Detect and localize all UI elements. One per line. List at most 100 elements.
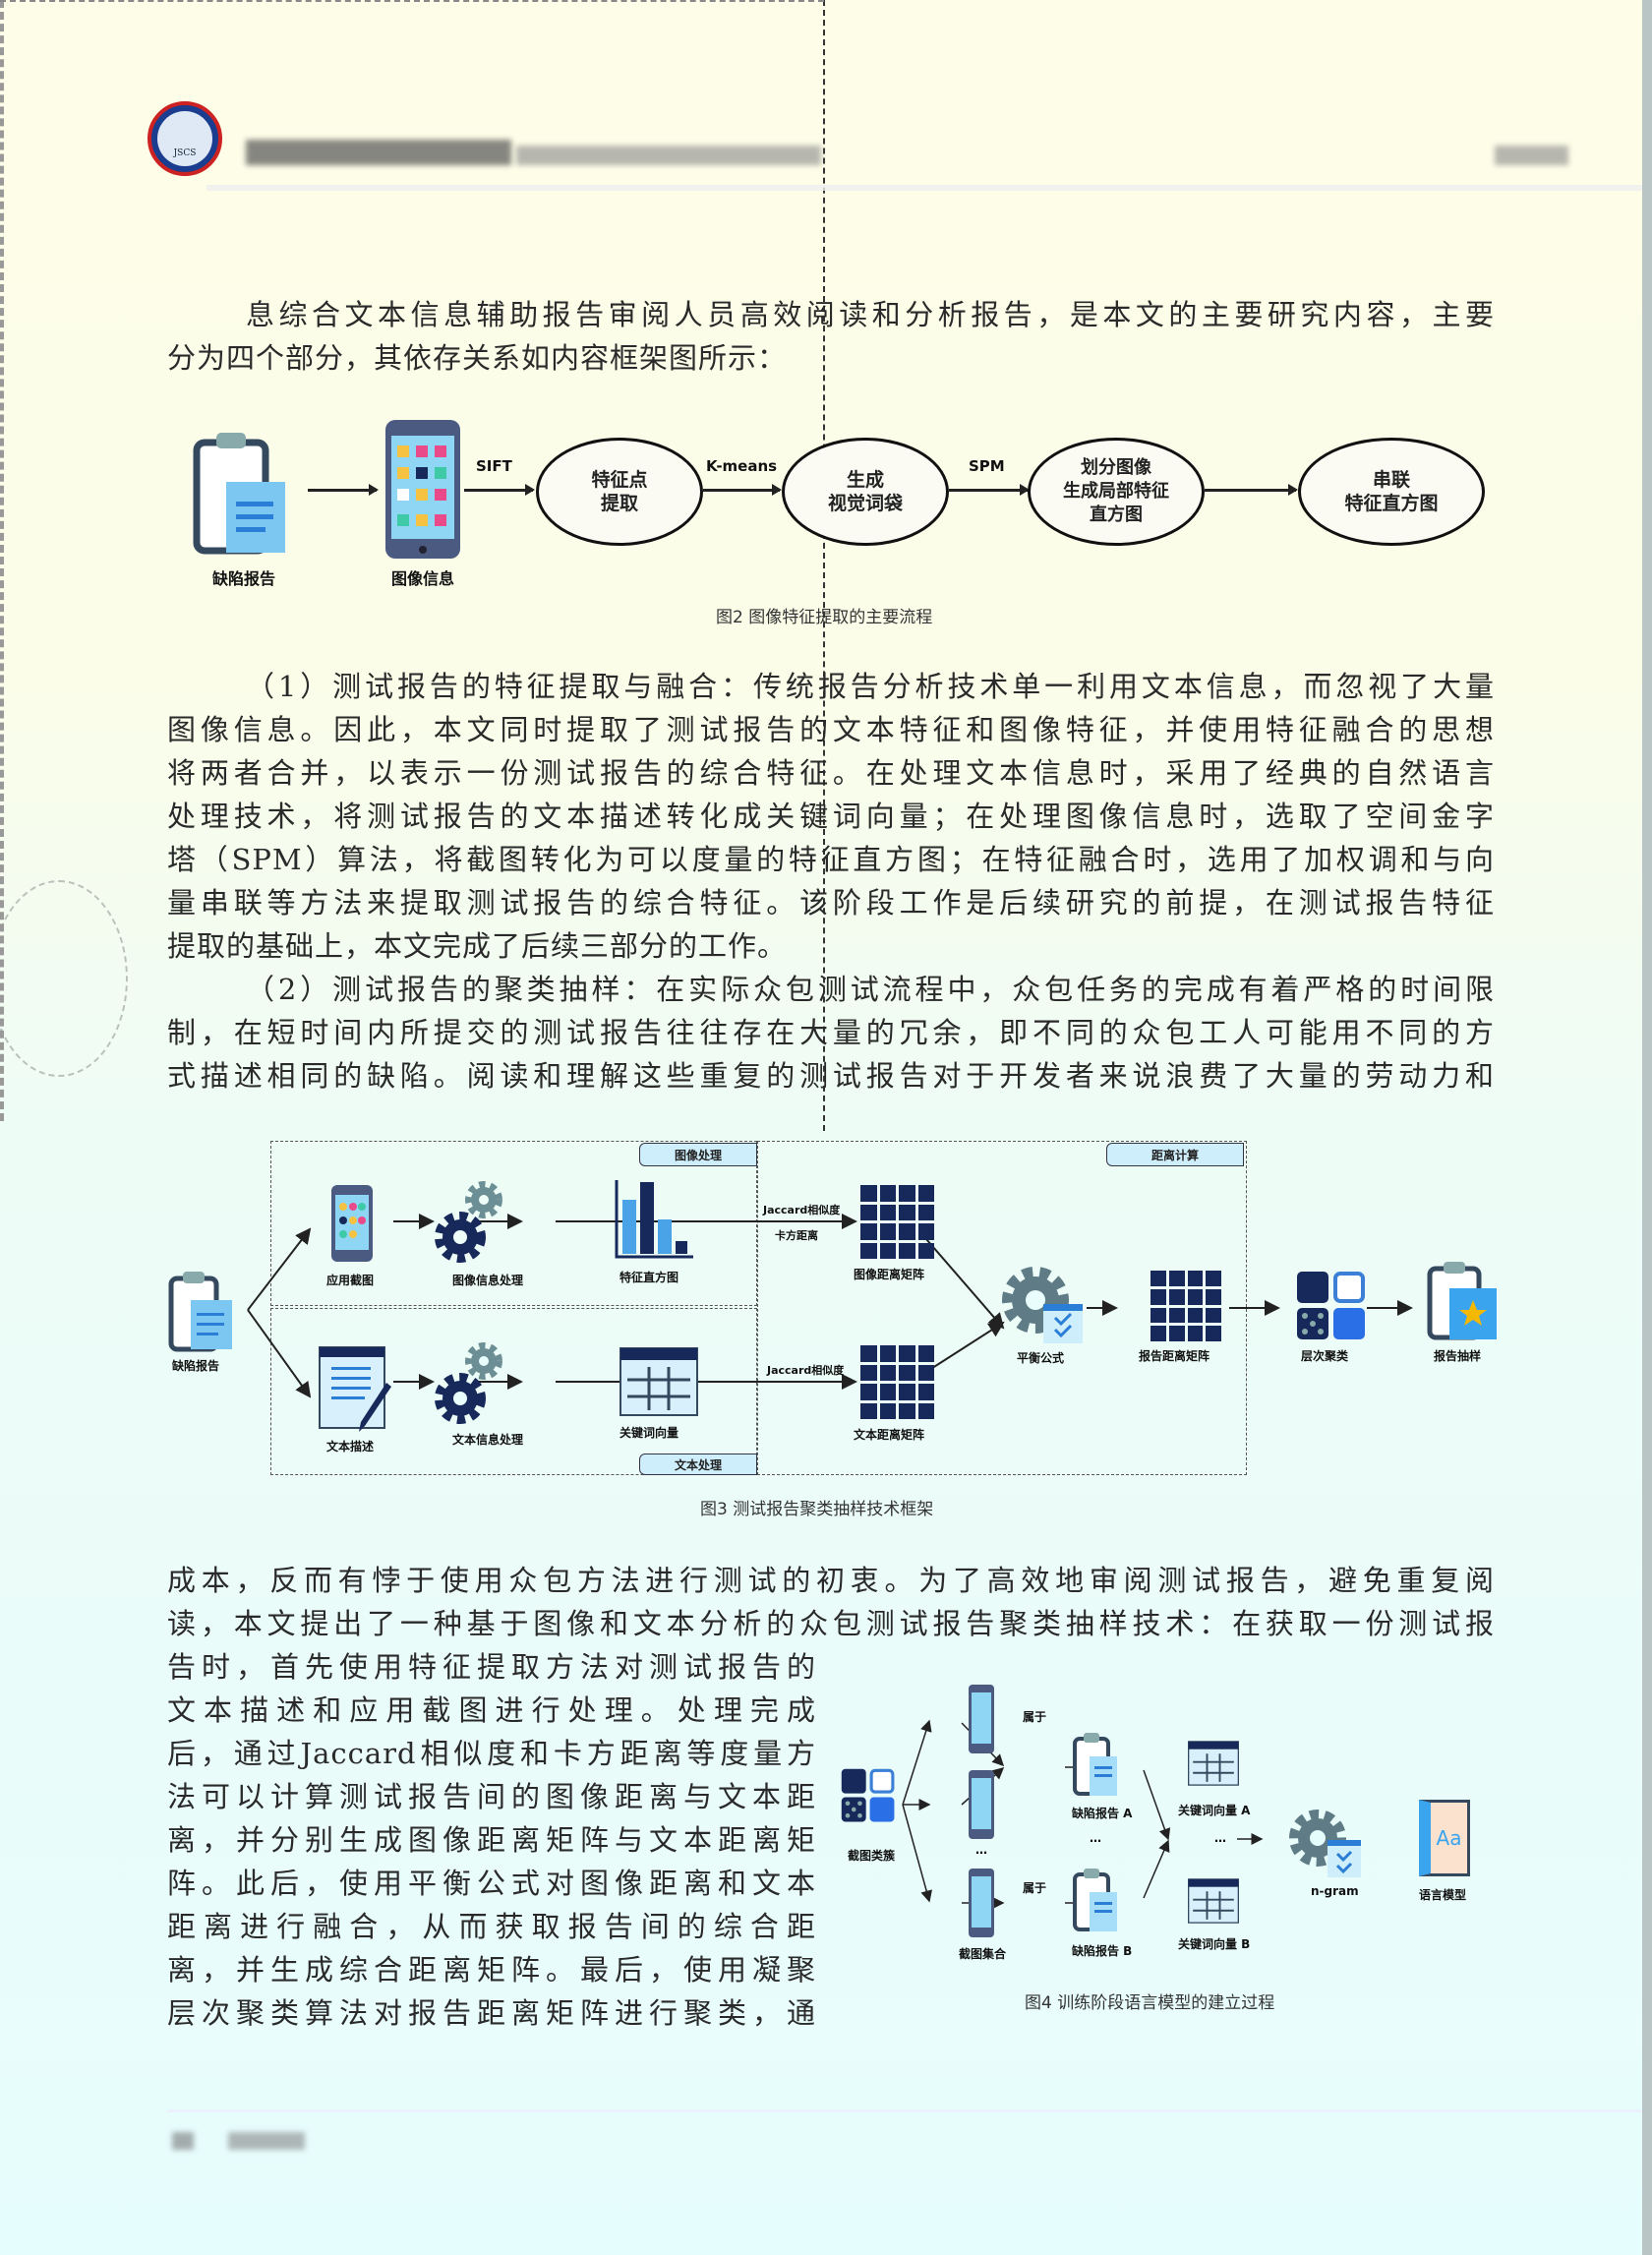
phone-image-icon (385, 420, 460, 559)
report-b-icon (1073, 1869, 1117, 1931)
label-belongs-2: 属于 (1023, 1881, 1047, 1895)
arrow (703, 484, 782, 496)
edge-label-kmeans: K-means (706, 457, 778, 475)
label-report-matrix: 报告距离矩阵 (1139, 1349, 1210, 1363)
label-screenshot-cluster: 截图类簇 (848, 1849, 896, 1863)
report-clipboard-icon (168, 1272, 232, 1352)
balance-gear-checklist-icon (1002, 1267, 1083, 1343)
para1-line: 图像信息。因此，本文同时提取了测试报告的文本特征和图像特征，并使用特征融合的思想 (167, 713, 1495, 746)
page-number-blurred (172, 2132, 194, 2150)
ellipsis: … (1090, 1831, 1101, 1845)
arrow (949, 484, 1030, 496)
screenshot-phone-icon (331, 1185, 373, 1262)
footer-label-blurred (228, 2132, 305, 2150)
para3-line: 距离进行融合，从而获取报告间的综合距 (167, 1910, 816, 1943)
header-rule (206, 185, 1642, 191)
label-report: 缺陷报告 (172, 1359, 220, 1373)
label-belongs-1: 属于 (1023, 1710, 1047, 1724)
intro-line: 分为四个部分，其依存关系如内容框架图所示： (167, 341, 788, 375)
report-a-icon (1073, 1733, 1117, 1796)
left-dashed-border (0, 0, 4, 1121)
histogram-icon (615, 1180, 693, 1259)
para3-line: 离，并生成综合距离矩阵。最后，使用凝聚 (167, 1953, 816, 1987)
para3-line: 层次聚类算法对报告距离矩阵进行聚类，通 (167, 1996, 816, 2030)
para1-line: 量串联等方法来提取测试报告的综合特征。该阶段工作是后续研究的前提，在测试报告特征 (167, 886, 1495, 920)
report-matrix-icon (1150, 1271, 1221, 1341)
label-text-description: 文本描述 (326, 1440, 375, 1454)
node-feature-extraction: 特征点 提取 (536, 438, 703, 546)
ellipsis: … (975, 1843, 987, 1857)
edge-jaccard-2: Jaccard相似度 (767, 1364, 845, 1377)
para1-line: 将两者合并，以表示一份测试报告的综合特征。在处理文本信息时，采用了经典的自然语言 (167, 756, 1495, 790)
section-label-blurred (1495, 146, 1568, 165)
para1-line: 处理技术，将测试报告的文本描述转化成关键词向量；在处理图像信息时，选取了空间金字 (167, 800, 1495, 833)
journal-logo: JSCS (148, 101, 222, 176)
node-visual-bag: 生成 视觉词袋 (782, 438, 949, 546)
center-dashed-guide (823, 0, 825, 1131)
tag-image-processing: 图像处理 (639, 1143, 757, 1166)
para1-line: 提取的基础上，本文完成了后续三部分的工作。 (167, 929, 788, 963)
label-histogram: 特征直方图 (620, 1271, 679, 1284)
label-ngram: n-gram (1311, 1884, 1359, 1898)
figure-4-caption: 图4 训练阶段语言模型的建立过程 (1025, 1993, 1275, 2013)
fig4-connectors (902, 1719, 1264, 1909)
label-screenshot: 应用截图 (326, 1274, 375, 1287)
top-dashed-border (0, 0, 824, 2)
text-processing-box (270, 1308, 757, 1475)
language-model-book-icon: Aa (1419, 1800, 1470, 1876)
phone-icon (969, 1869, 994, 1937)
edge-chi-square: 卡方距离 (775, 1229, 818, 1242)
label-text-matrix: 文本距离矩阵 (854, 1428, 925, 1442)
arrow (308, 484, 379, 496)
edge-jaccard-1: Jaccard相似度 (763, 1204, 841, 1217)
fig2-label-report: 缺陷报告 (211, 569, 276, 588)
para3-line: 后，通过Jaccard相似度和卡方距离等度量方 (167, 1737, 816, 1770)
tag-text-processing: 文本处理 (639, 1454, 757, 1475)
figure-2-caption: 图2 图像特征提取的主要流程 (716, 608, 933, 627)
journal-title-blurred (246, 140, 511, 165)
footer-rule (167, 2109, 1642, 2112)
text-description-icon (319, 1346, 391, 1432)
phone-icon (969, 1770, 994, 1839)
phone-icon (969, 1685, 994, 1753)
label-keyword-vector: 关键词向量 (620, 1426, 679, 1440)
intro-line: 息综合文本信息辅助报告审阅人员高效阅读和分析报告，是本文的主要研究内容，主要 (246, 298, 1495, 331)
para3-line: 法可以计算测试报告间的图像距离与文本距 (167, 1780, 816, 1813)
label-language-model: 语言模型 (1419, 1888, 1467, 1902)
label-report-b: 缺陷报告 B (1072, 1944, 1133, 1958)
ngram-gear-checklist-icon (1289, 1810, 1361, 1877)
figure-3-caption: 图3 测试报告聚类抽样技术框架 (700, 1500, 934, 1519)
cluster-icon (1297, 1272, 1365, 1339)
label-image-matrix: 图像距离矩阵 (854, 1268, 925, 1281)
label-text-processing: 文本信息处理 (452, 1433, 524, 1447)
label-sampling: 报告抽样 (1434, 1349, 1482, 1363)
para1-line: （1）测试报告的特征提取与融合：传统报告分析技术单一利用文本信息，而忽视了大量 (246, 670, 1495, 703)
gear-pair-icon (435, 1181, 502, 1263)
arrow (464, 484, 535, 496)
journal-subtitle-blurred (516, 146, 821, 165)
label-report-a: 缺陷报告 A (1072, 1807, 1133, 1820)
node-concat-histogram: 串联 特征直方图 (1298, 438, 1485, 546)
edge-label-spm: SPM (969, 457, 1005, 475)
para3-line: 告时，首先使用特征提取方法对测试报告的 (167, 1650, 816, 1684)
label-balance: 平衡公式 (1017, 1351, 1065, 1365)
tag-distance: 距离计算 (1106, 1143, 1244, 1166)
right-edge-bar (1642, 0, 1652, 2255)
label-image-processing: 图像信息处理 (452, 1274, 524, 1287)
label-keyword-vector-a: 关键词向量 A (1178, 1804, 1251, 1817)
book-aa-text: Aa (1436, 1826, 1462, 1850)
gear-pair-icon (435, 1342, 502, 1424)
image-matrix-icon (860, 1185, 934, 1259)
para3-line: 阵。此后，使用平衡公式对图像距离和文本 (167, 1867, 816, 1900)
keyword-vector-icon (620, 1347, 698, 1416)
fig3-connectors (247, 1214, 1413, 1398)
para3-line: 文本描述和应用截图进行处理。处理完成 (167, 1693, 816, 1727)
para3-line: 离，并分别生成图像距离矩阵与文本距离矩 (167, 1823, 816, 1857)
arrow (1205, 484, 1298, 496)
ellipsis: … (1214, 1831, 1226, 1845)
para2-line: 制，在短时间内所提交的测试报告往往存在大量的冗余，即不同的众包工人可能用不同的方 (167, 1016, 1495, 1049)
text-matrix-icon (860, 1345, 934, 1419)
label-cluster: 层次聚类 (1301, 1349, 1349, 1363)
node-local-histogram: 划分图像 生成局部特征 直方图 (1028, 438, 1205, 546)
keyword-vector-b-icon (1188, 1878, 1239, 1924)
